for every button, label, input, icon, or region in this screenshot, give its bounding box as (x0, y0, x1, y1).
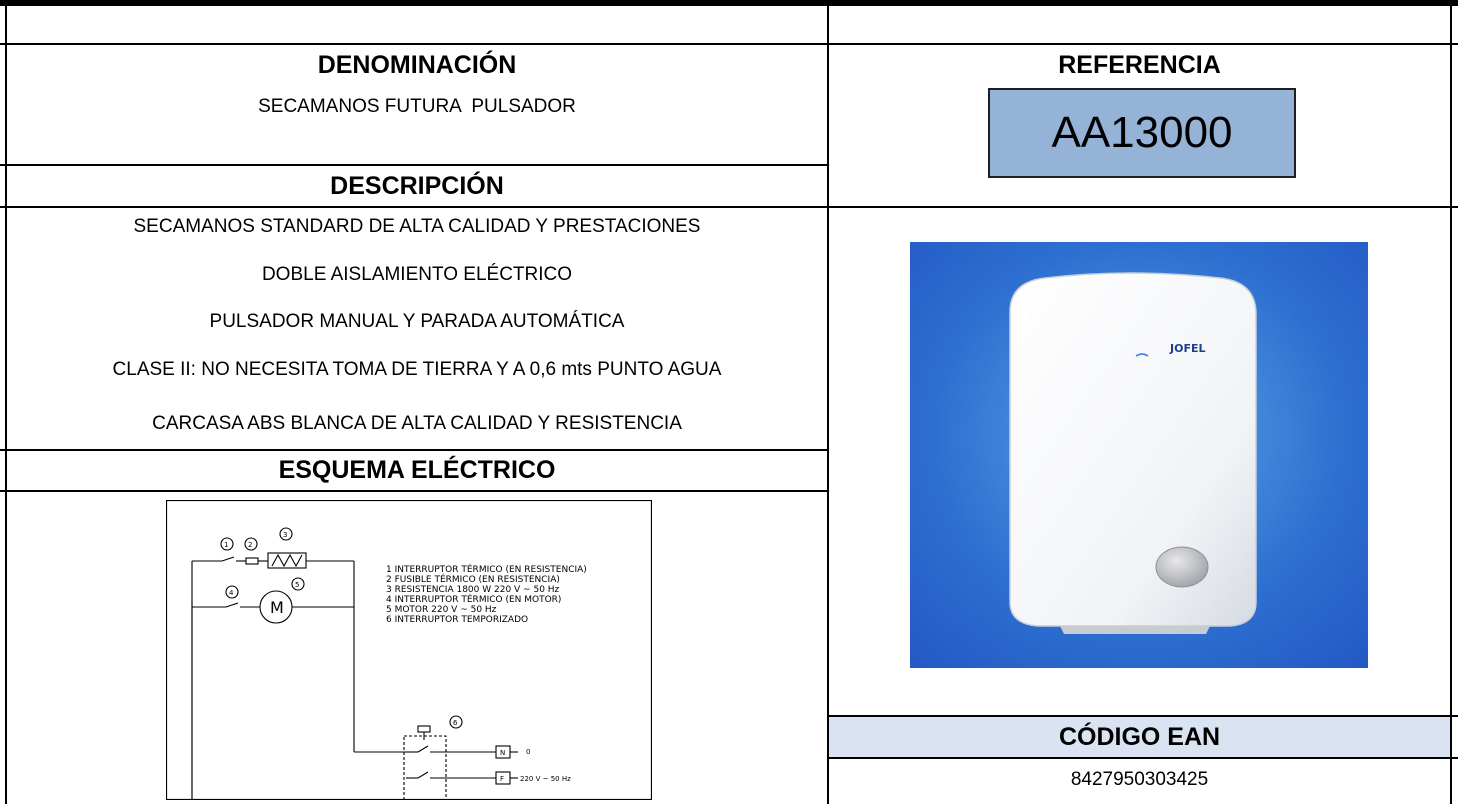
grid-line (829, 757, 1458, 759)
grid-line (0, 490, 829, 492)
ean-header-background (829, 716, 1452, 758)
schematic-number: 2 (248, 541, 252, 549)
grid-line (0, 164, 829, 166)
grid-line-middle (827, 0, 829, 804)
reference-code-box: AA13000 (988, 88, 1296, 178)
description-line: CARCASA ABS BLANCA DE ALTA CALIDAD Y RES… (152, 413, 682, 434)
product-name: SECAMANOS FUTURA PULSADOR (258, 96, 576, 117)
schematic-number: 3 (283, 531, 287, 539)
terminal-n-label: N (500, 749, 505, 757)
grid-line (0, 206, 1458, 208)
terminal-n-value: 0 (526, 748, 530, 756)
ean-header: CÓDIGO EAN (1058, 722, 1221, 751)
schematic-legend-line: 1 INTERRUPTOR TÉRMICO (EN RESISTENCIA) (386, 563, 587, 575)
schematic-number: 6 (453, 719, 458, 727)
brand-logo-text: JOFEL (1169, 342, 1205, 355)
schematic-number: 4 (229, 589, 234, 597)
description-line: SECAMANOS STANDARD DE ALTA CALIDAD Y PRE… (133, 216, 701, 237)
grid-line-left (5, 0, 7, 804)
grid-line-right (1450, 0, 1452, 804)
terminal-f-label: F (500, 775, 504, 783)
denominacion-header: DENOMINACIÓN (317, 50, 517, 79)
schematic-number: 5 (295, 581, 299, 589)
description-line: DOBLE AISLAMIENTO ELÉCTRICO (261, 264, 573, 285)
grid-line-top (0, 0, 1458, 6)
motor-symbol: M (270, 598, 284, 617)
grid-line (829, 715, 1458, 717)
schematic-number: 1 (224, 541, 228, 549)
descripcion-header: DESCRIPCIÓN (330, 171, 504, 200)
schematic-legend-line: 2 FUSIBLE TÉRMICO (EN RESISTENCIA) (386, 573, 560, 585)
schematic-legend-line: 5 MOTOR 220 V ~ 50 Hz (386, 605, 497, 615)
description-line: PULSADOR MANUAL Y PARADA AUTOMÁTICA (209, 311, 625, 332)
grid-line (0, 449, 829, 451)
terminal-f-value: 220 V ~ 50 Hz (520, 775, 571, 783)
schematic-legend-line: 3 RESISTENCIA 1800 W 220 V ~ 50 Hz (386, 585, 560, 595)
referencia-header: REFERENCIA (1058, 50, 1221, 79)
grid-line (0, 43, 1458, 45)
esquema-header: ESQUEMA ELÉCTRICO (278, 456, 556, 484)
ean-code: 8427950303425 (1070, 769, 1209, 790)
hand-dryer-photo: JOFEL (910, 242, 1368, 668)
schematic-legend-line: 4 INTERRUPTOR TÉRMICO (EN MOTOR) (386, 593, 561, 605)
electrical-schematic: 1 2 3 4 5 6 M N F 0 220 V ~ 50 Hz 1 INTE… (166, 500, 652, 800)
schematic-legend-line: 6 INTERRUPTOR TEMPORIZADO (386, 615, 528, 625)
description-line: CLASE II: NO NECESITA TOMA DE TIERRA Y A… (112, 359, 722, 380)
